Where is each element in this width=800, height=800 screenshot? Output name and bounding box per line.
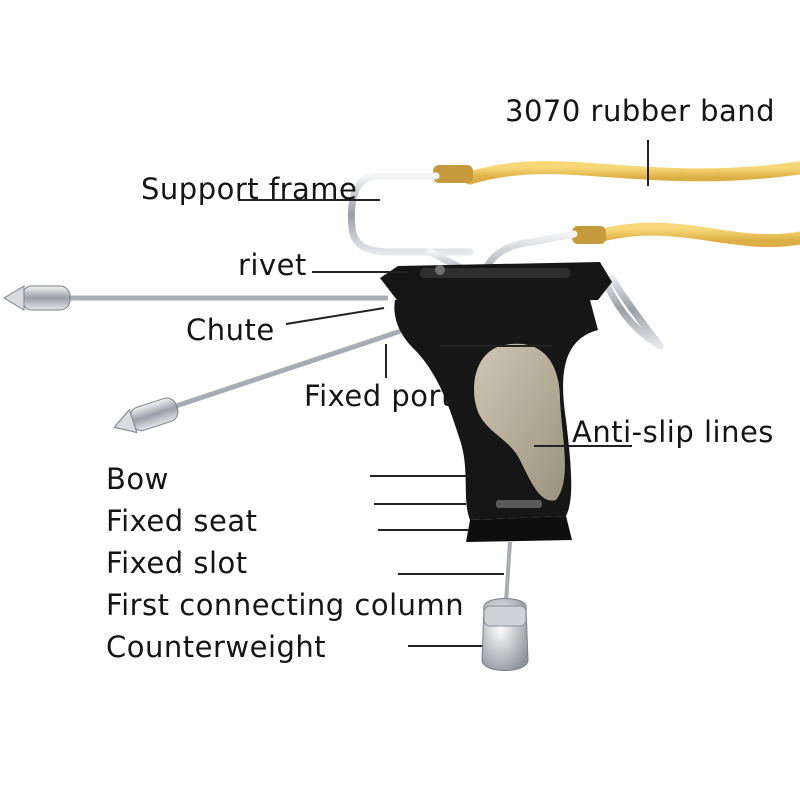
badge xyxy=(496,500,542,508)
label-fixed-port: Fixed port xyxy=(304,379,453,413)
label-fixed-seat: Fixed seat xyxy=(106,504,258,538)
label-anti-slip-lines: Anti-slip lines xyxy=(572,415,774,449)
label-counterweight: Counterweight xyxy=(106,630,327,664)
chute-plate xyxy=(380,262,612,304)
leader-lines xyxy=(238,140,649,647)
band-tip-upper xyxy=(433,165,473,183)
guide-rods xyxy=(3,285,441,434)
rubber-band xyxy=(433,161,800,248)
label-chute: Chute xyxy=(186,313,275,347)
label-rivet: rivet xyxy=(238,248,307,282)
band-tip-lower xyxy=(572,226,606,244)
anti-slip-insert xyxy=(474,343,565,501)
rod-tip-lower xyxy=(113,397,179,434)
rivet-marker xyxy=(435,265,445,275)
label-bow: Bow xyxy=(106,462,169,496)
rod-tip-upper xyxy=(3,285,71,311)
counterweight-assembly xyxy=(481,541,529,671)
label-rubber-band: 3070 rubber band xyxy=(505,94,776,128)
label-fixed-slot: Fixed slot xyxy=(106,546,248,580)
label-support-frame: Support frame xyxy=(141,172,358,206)
grip xyxy=(394,300,598,542)
label-first-connecting-column: First connecting column xyxy=(106,588,465,622)
